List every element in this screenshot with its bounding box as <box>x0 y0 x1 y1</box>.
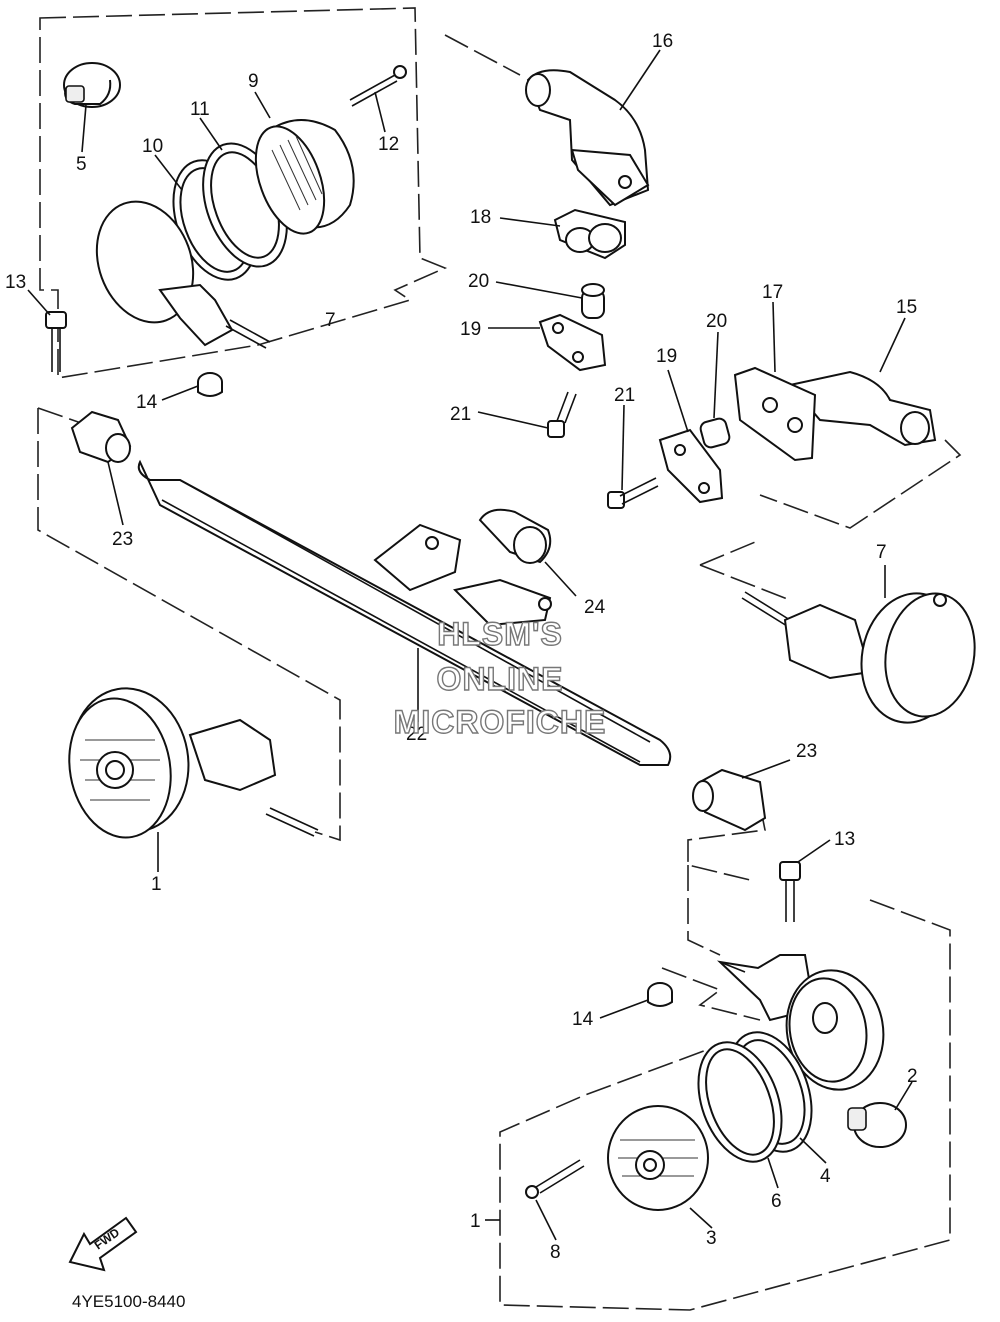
part-3-lens-drawing <box>607 1105 709 1211</box>
watermark: HLSM'S ONLINE MICROFICHE <box>393 615 607 740</box>
part-8-bulb-drawing <box>63 62 121 108</box>
part-label-24[interactable]: 24 <box>584 597 606 618</box>
part-label-7-right[interactable]: 7 <box>876 542 887 563</box>
part-13-bolt-lower-drawing <box>779 861 801 922</box>
part-22-shaft-drawing <box>137 459 672 766</box>
part-16-stay-drawing <box>525 69 650 207</box>
part-2-bulb-drawing <box>847 1102 907 1148</box>
part-label-17[interactable]: 17 <box>762 282 783 303</box>
part-15-stay-drawing <box>788 370 937 447</box>
watermark-line-3: MICROFICHE <box>394 704 607 740</box>
part-label-7-top[interactable]: 7 <box>325 310 336 331</box>
part-label-10[interactable]: 10 <box>142 136 163 157</box>
part-20-collar-right-drawing <box>699 417 731 449</box>
part-label-6[interactable]: 8 <box>550 1242 561 1263</box>
part-label-22[interactable]: 22 <box>406 724 427 745</box>
part-14-nut-lower-drawing <box>647 982 673 1007</box>
diagram-code: 4YE5100-8440 <box>72 1292 185 1311</box>
part-label-4[interactable]: 4 <box>820 1166 831 1187</box>
part-label-1-lower[interactable]: 1 <box>470 1211 481 1232</box>
part-7-housing-drawing <box>95 200 271 349</box>
part-label-20-upper[interactable]: 20 <box>468 271 489 292</box>
part-label-20-right[interactable]: 20 <box>706 311 727 332</box>
part-label-19-upper[interactable]: 19 <box>460 319 481 340</box>
part-label-21-upper[interactable]: 21 <box>450 404 471 425</box>
part-label-23-left[interactable]: 23 <box>112 529 133 550</box>
part-23-damper-left-drawing <box>70 410 132 464</box>
part-14-nut-top-drawing <box>197 372 223 397</box>
part-19-bracket-upper-drawing <box>538 313 607 372</box>
part-21-bolt-upper-drawing <box>547 391 577 438</box>
leader-lines <box>27 49 913 1241</box>
part-18-plate-drawing <box>553 208 626 260</box>
part-label-23-right[interactable]: 23 <box>796 741 817 762</box>
part-label-19-right[interactable]: 19 <box>656 346 677 367</box>
part-9-lens-drawing <box>254 119 355 235</box>
part-12-screw-drawing <box>349 65 407 107</box>
part-24-holder-drawing <box>478 508 552 564</box>
part-20-collar-upper-drawing <box>581 283 605 319</box>
part-label-8[interactable]: 5 <box>76 154 87 175</box>
part-label-2[interactable]: 2 <box>907 1066 918 1087</box>
part-1-assembled-left-drawing <box>68 687 319 839</box>
part-label-9[interactable]: 9 <box>248 71 259 92</box>
part-label-3[interactable]: 3 <box>706 1228 717 1249</box>
part-label-14-lower[interactable]: 14 <box>572 1009 594 1030</box>
part-19-bracket-right-drawing <box>658 428 724 504</box>
part-1-housing-drawing <box>716 954 885 1091</box>
part-label-11[interactable]: 11 <box>190 99 210 120</box>
part-labels: 5 10 11 9 12 13 7 14 16 18 20 19 21 15 1… <box>5 31 918 1263</box>
part-label-12[interactable]: 12 <box>378 134 399 155</box>
part-23-damper-right-drawing <box>692 768 767 832</box>
watermark-line-2: ONLINE <box>437 661 564 697</box>
part-label-18[interactable]: 18 <box>470 207 491 228</box>
part-label-15[interactable]: 15 <box>896 297 917 318</box>
group-boundaries <box>37 7 962 1311</box>
part-13-bolt-top-drawing <box>45 311 67 372</box>
part-17-plate-drawing <box>733 366 817 462</box>
watermark-line-1: HLSM'S <box>437 616 563 652</box>
part-label-5[interactable]: 6 <box>771 1191 782 1212</box>
part-7-assembled-drawing <box>741 591 976 724</box>
part-5-lens-ring-drawing <box>697 1041 783 1163</box>
part-label-1-left[interactable]: 1 <box>151 874 162 895</box>
part-label-13-lower[interactable]: 13 <box>834 829 855 850</box>
part-label-14-top[interactable]: 14 <box>136 392 158 413</box>
part-21-bolt-right-drawing <box>607 477 659 509</box>
part-label-16[interactable]: 16 <box>652 31 673 52</box>
part-label-13-top[interactable]: 13 <box>5 272 26 293</box>
part-label-21-right[interactable]: 21 <box>614 385 635 406</box>
part-6-screw-drawing <box>525 1159 585 1199</box>
